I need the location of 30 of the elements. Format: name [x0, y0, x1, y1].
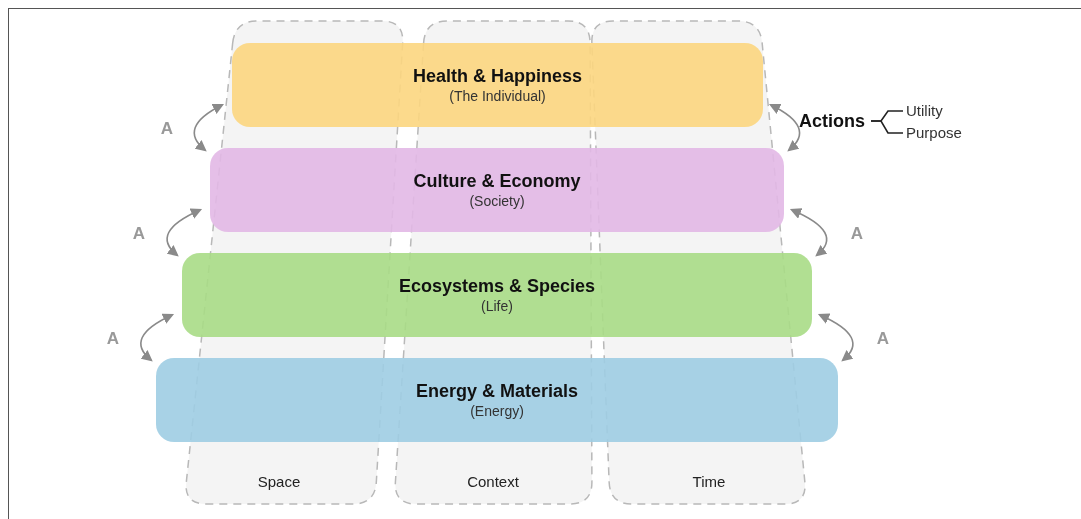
- layer-title: Ecosystems & Species: [398, 275, 596, 298]
- column-label: Time: [692, 471, 726, 492]
- edge-label: A: [849, 224, 865, 241]
- curved-arrow: [193, 103, 224, 152]
- bracket-line: [870, 120, 904, 134]
- curved-arrow: [166, 208, 203, 257]
- layer-subtitle: (Society): [469, 192, 525, 210]
- edge-label: A: [131, 224, 147, 241]
- curved-arrow: [789, 208, 828, 257]
- layer-title: Culture & Economy: [413, 170, 581, 193]
- edge-label: A: [875, 329, 891, 346]
- layer-subtitle: (The Individual): [449, 87, 546, 105]
- layer-band: [182, 253, 812, 337]
- edge-label: A: [105, 329, 121, 346]
- layer-subtitle: (Energy): [470, 402, 524, 420]
- column-label: Context: [467, 471, 519, 492]
- edge-label: A: [159, 119, 175, 136]
- branch-label: Utility: [906, 100, 943, 121]
- curved-arrow: [817, 313, 854, 362]
- curved-arrow: [769, 103, 801, 152]
- layer-title: Energy & Materials: [415, 380, 579, 403]
- layer-band: [232, 43, 763, 127]
- actions-label: Actions: [799, 109, 865, 133]
- layer-band: [210, 148, 784, 232]
- branch-label: Purpose: [906, 122, 962, 143]
- curved-arrow: [140, 313, 174, 362]
- layer-subtitle: (Life): [481, 297, 513, 315]
- layer-title: Health & Happiness: [412, 65, 582, 88]
- layer-band: [156, 358, 838, 442]
- column-label: Space: [257, 471, 301, 492]
